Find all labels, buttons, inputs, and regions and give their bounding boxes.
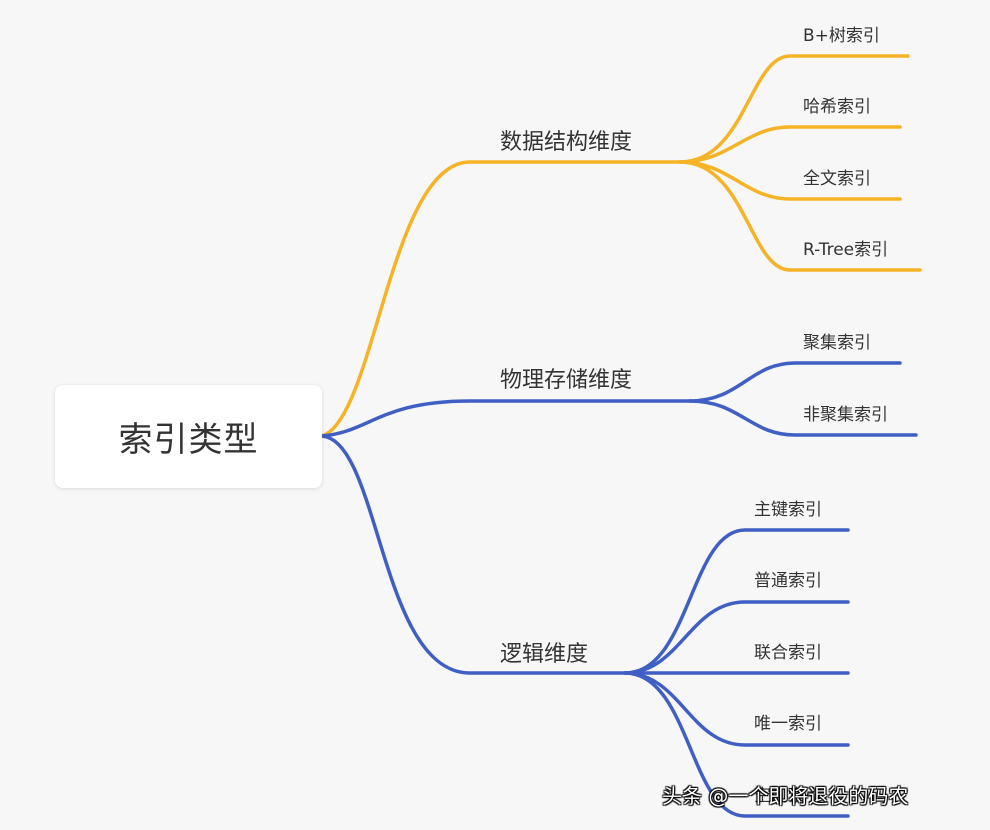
leaf-label-unique: 唯一索引 <box>754 714 822 734</box>
connector-root-to-logical <box>320 434 627 675</box>
branch-label-data-structure: 数据结构维度 <box>500 130 633 155</box>
connector-to-primary-key <box>623 528 850 675</box>
leaf-label-composite: 联合索引 <box>754 643 822 663</box>
connector-to-b-plus-tree <box>678 54 910 164</box>
leaf-label-normal: 普通索引 <box>754 571 822 591</box>
leaf-label-hash: 哈希索引 <box>803 97 871 117</box>
watermark-text: 头条 @一个即将退役的码农 <box>662 784 909 808</box>
leaf-label-primary-key: 主键索引 <box>754 500 822 520</box>
leaf-label-b-plus-tree: B+树索引 <box>803 26 880 46</box>
connector-to-clustered <box>688 361 902 403</box>
root-node: 索引类型 <box>55 385 322 488</box>
leaf-label-clustered: 聚集索引 <box>803 333 871 353</box>
leaf-label-rtree: R-Tree索引 <box>803 240 889 260</box>
connector-root-to-physical <box>320 399 692 438</box>
connector-to-hash <box>678 125 902 164</box>
connector-to-spatial <box>623 671 850 818</box>
branch-label-logical: 逻辑维度 <box>500 642 589 667</box>
branch-label-physical-storage: 物理存储维度 <box>500 368 633 393</box>
leaf-label-spatial: 空间索引 <box>754 786 822 806</box>
connector-to-nonclustered <box>688 399 918 437</box>
connector-to-rtree <box>678 160 922 272</box>
connector-to-normal <box>623 600 850 675</box>
connector-root-to-data-structure <box>320 160 682 438</box>
root-label: 索引类型 <box>118 420 259 460</box>
leaf-label-fulltext: 全文索引 <box>803 169 871 189</box>
leaf-label-nonclustered: 非聚集索引 <box>803 405 888 425</box>
connector-to-unique <box>623 671 850 747</box>
